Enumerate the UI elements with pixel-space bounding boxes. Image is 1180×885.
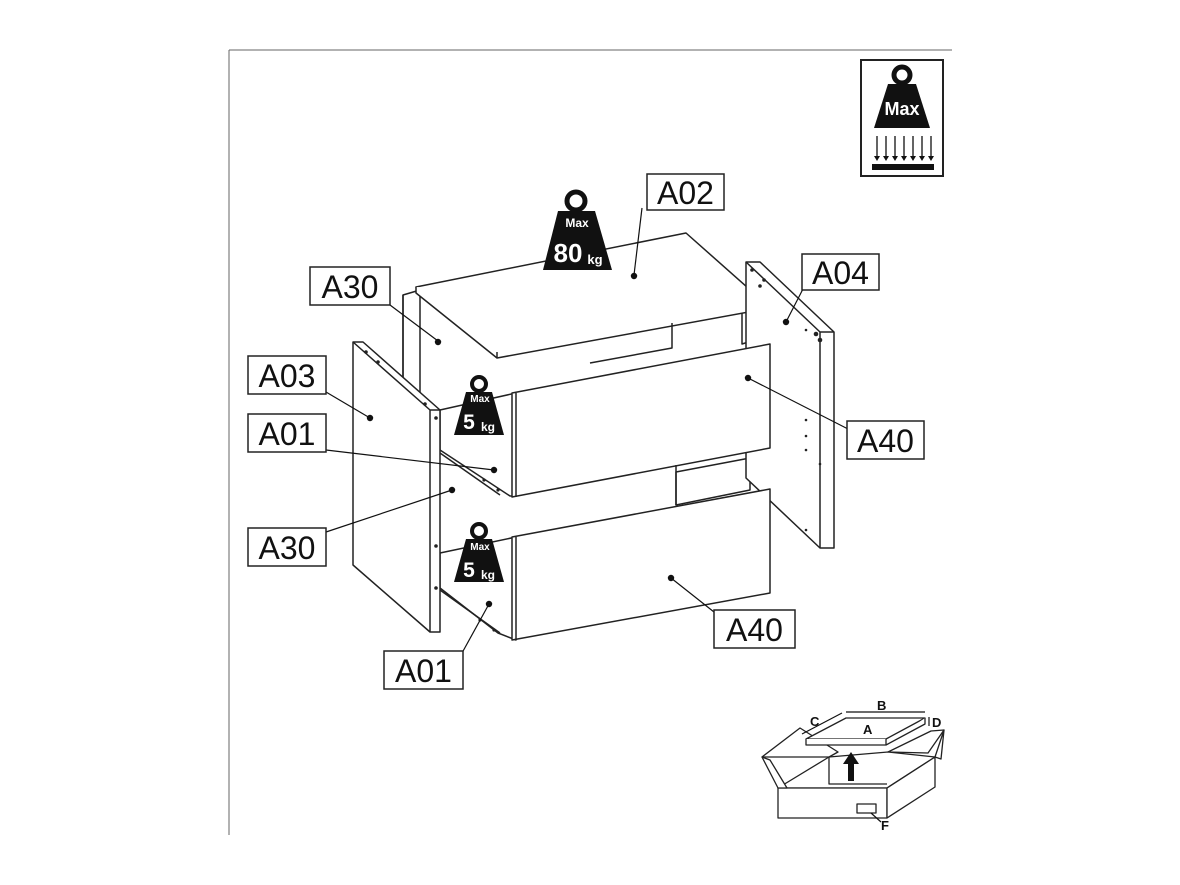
label-a40-bottom: A40 [713, 609, 796, 649]
label-a40-top: A40 [846, 420, 925, 460]
arrow-up-icon [843, 752, 859, 781]
weight-icon-drawer-top: Max 5 kg [454, 375, 504, 435]
max-load-legend-icon: Max [860, 59, 944, 177]
package-dimension-lines [801, 711, 930, 823]
label-a01-top-text: A01 [259, 416, 316, 452]
package-box-icon [761, 717, 945, 819]
label-a01-bottom: A01 [383, 650, 464, 690]
label-a30-top: A30 [309, 266, 391, 306]
panel-a04-side [745, 261, 835, 549]
label-a02: A02 [646, 173, 725, 211]
label-a40-top-text: A40 [857, 423, 914, 459]
weight-drawer-top-value: 5 [463, 411, 475, 434]
label-a02-text: A02 [657, 175, 714, 211]
label-a30-bottom-text: A30 [259, 530, 316, 566]
weight-drawer-bottom-value: 5 [463, 559, 475, 582]
weight-drawer-top-unit: kg [481, 420, 495, 434]
label-a03-text: A03 [259, 358, 316, 394]
label-a03: A03 [247, 355, 327, 395]
drawer-top-front-a40 [511, 343, 771, 498]
package-label-d: D [932, 715, 941, 730]
label-a01-top: A01 [247, 413, 327, 453]
weight-top-unit: kg [587, 252, 602, 267]
label-a30-top-text: A30 [322, 269, 379, 305]
drawer-bottom-front-a40 [511, 488, 771, 641]
weight-top-max: Max [565, 216, 589, 230]
package-label-a: A [863, 722, 873, 737]
dowel-holes [364, 268, 823, 632]
leader-lines [325, 207, 851, 654]
weight-drawer-top-max: Max [470, 394, 490, 405]
weight-drawer-bottom-unit: kg [481, 568, 495, 582]
package-label-b: B [877, 698, 886, 713]
label-a04: A04 [801, 253, 880, 291]
weight-drawer-bottom-max: Max [470, 542, 490, 553]
weight-icon-drawer-bottom: Max 5 kg [454, 522, 504, 582]
panel-a03-side [352, 341, 441, 633]
leader-dots [366, 272, 790, 608]
weight-top-value: 80 [554, 238, 583, 268]
legend-max-text: Max [884, 99, 919, 119]
weight-icon-top: Max 80 kg [543, 189, 612, 270]
label-a01-bottom-text: A01 [395, 653, 452, 689]
label-a04-text: A04 [812, 255, 869, 291]
package-label-c: C [810, 714, 820, 729]
cabinet-drawing [352, 232, 835, 641]
package-label-f: F [881, 818, 889, 833]
label-a30-bottom: A30 [247, 527, 327, 567]
label-a40-bottom-text: A40 [726, 612, 783, 648]
